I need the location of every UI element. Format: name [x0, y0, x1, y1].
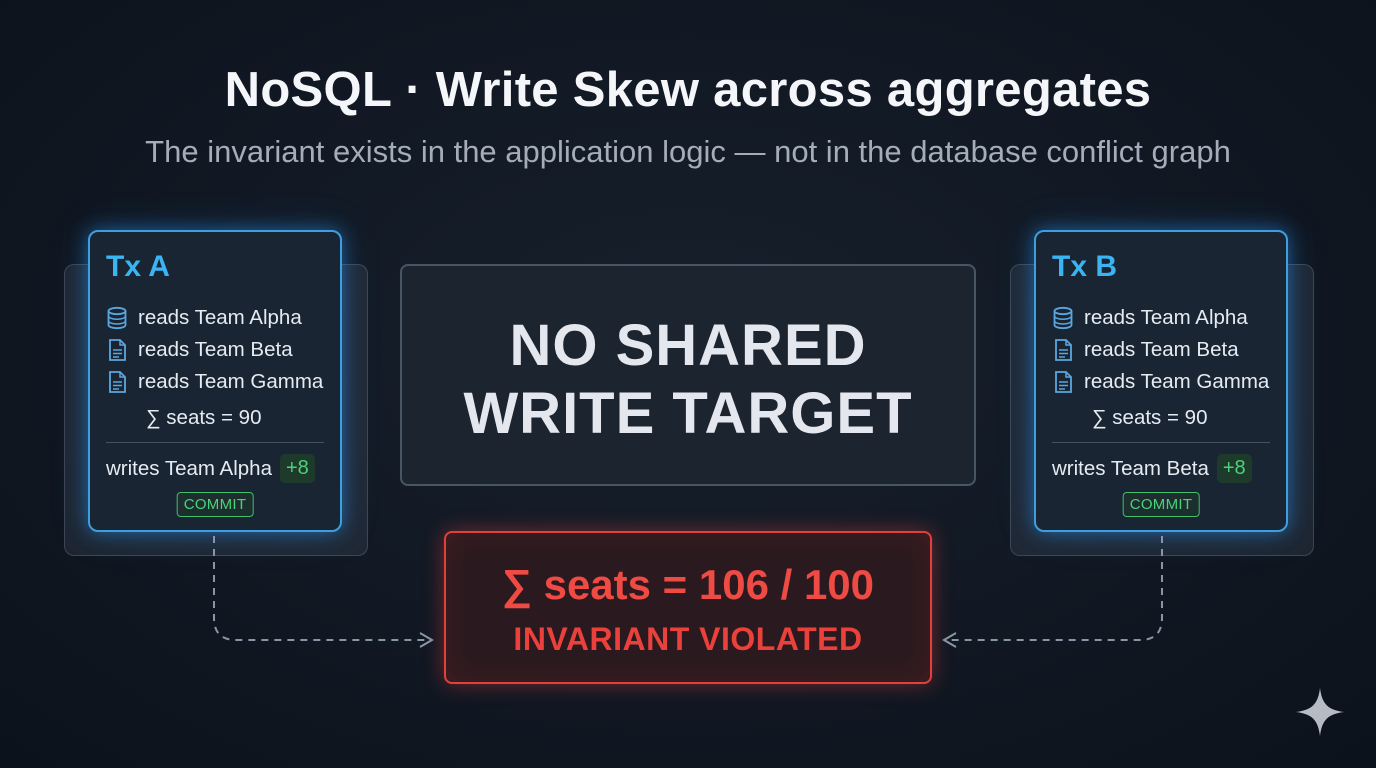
read-label: reads Team Beta — [138, 338, 293, 361]
violation-label: INVARIANT VIOLATED — [513, 621, 863, 657]
writes-label: writes Team Alpha — [106, 456, 272, 480]
tx-a-card: Tx A reads Team Alpha reads Team Beta re… — [88, 230, 342, 532]
document-icon — [1052, 338, 1074, 362]
tx-a-sum: ∑ seats = 90 — [146, 406, 262, 429]
tx-b-card: Tx B reads Team Alpha reads Team Beta re… — [1034, 230, 1288, 532]
read-label: reads Team Beta — [1084, 338, 1239, 361]
violation-sum: ∑ seats = 106 / 100 — [501, 561, 875, 608]
no-shared-write-target-box: NO SHARED WRITE TARGET — [400, 264, 976, 486]
database-icon — [1052, 306, 1074, 330]
center-line-1: NO SHARED — [509, 313, 867, 378]
commit-badge: COMMIT — [1122, 492, 1200, 517]
page-subtitle: The invariant exists in the application … — [145, 134, 1231, 169]
tx-a-writes: writes Team Alpha +8 — [106, 454, 315, 483]
center-line-2: WRITE TARGET — [463, 381, 913, 446]
document-icon — [106, 338, 128, 362]
read-label: reads Team Gamma — [138, 370, 324, 393]
delta-badge: +8 — [279, 454, 315, 483]
sparkle-icon — [1296, 688, 1344, 736]
delta-badge: +8 — [1216, 454, 1252, 483]
tx-b-divider — [1052, 442, 1270, 443]
invariant-violation-box: ∑ seats = 106 / 100 INVARIANT VIOLATED — [444, 531, 932, 684]
read-label: reads Team Alpha — [1084, 306, 1248, 329]
tx-b-arrowhead — [942, 632, 957, 648]
tx-a-divider — [106, 442, 324, 443]
document-icon — [1052, 370, 1074, 394]
tx-a-read-beta: reads Team Beta — [106, 338, 293, 362]
tx-b-read-alpha: reads Team Alpha — [1052, 306, 1248, 330]
document-icon — [106, 370, 128, 394]
commit-badge: COMMIT — [176, 492, 254, 517]
tx-b-read-gamma: reads Team Gamma — [1052, 370, 1269, 394]
tx-a-read-gamma: reads Team Gamma — [106, 370, 323, 394]
database-icon — [106, 306, 128, 330]
tx-b-writes: writes Team Beta +8 — [1052, 454, 1252, 483]
tx-a-arrow — [213, 536, 428, 641]
read-label: reads Team Alpha — [138, 306, 302, 329]
tx-b-sum: ∑ seats = 90 — [1092, 406, 1208, 429]
tx-b-arrow — [948, 536, 1163, 641]
writes-label: writes Team Beta — [1052, 456, 1209, 480]
tx-b-read-beta: reads Team Beta — [1052, 338, 1239, 362]
tx-b-title: Tx B — [1052, 250, 1118, 283]
tx-a-arrowhead — [419, 632, 434, 648]
tx-a-read-alpha: reads Team Alpha — [106, 306, 302, 330]
page-title: NoSQL · Write Skew across aggregates — [224, 63, 1152, 117]
tx-a-title: Tx A — [106, 250, 170, 283]
read-label: reads Team Gamma — [1084, 370, 1270, 393]
